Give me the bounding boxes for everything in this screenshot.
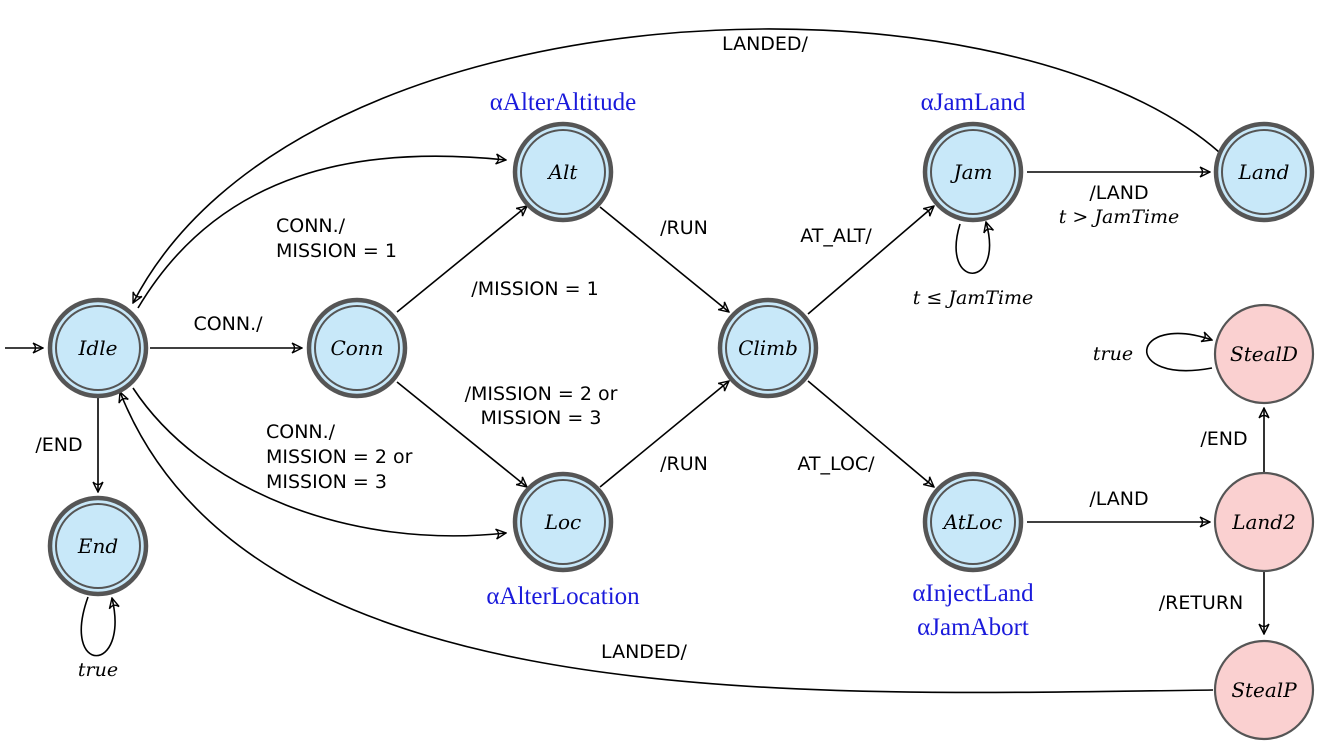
state-land[interactable]: Land [1213,121,1315,223]
label-idle-end: /END [35,434,82,456]
label-jam-land-a: /LAND [1089,182,1148,204]
edge-conn-loc [396,381,527,487]
state-steald-label: StealD [1230,342,1298,366]
state-alt[interactable]: Alt [512,121,614,223]
action-labels: αAlterAltitude αJamLand αAlterLocation α… [486,89,1034,641]
state-climb-label: Climb [738,336,798,360]
label-conn-mission23-c: MISSION = 3 [266,471,387,493]
action-alter-location: αAlterLocation [486,583,640,610]
state-atloc[interactable]: AtLoc [922,471,1024,573]
edge-loc-climb [599,381,729,488]
state-end-label: End [77,534,118,558]
state-conn-label: Conn [330,336,383,360]
state-loc-label: Loc [544,510,582,534]
label-land2-end: /END [1200,428,1247,450]
label-conn-mission23-b: MISSION = 2 or [266,446,413,468]
state-stealp[interactable]: StealP [1213,639,1315,741]
edge-idle-loc [132,387,506,536]
edge-idle-alt [137,156,506,309]
label-conn-mission1-b: MISSION = 1 [276,240,397,262]
edges [5,28,1264,694]
action-jam-land: αJamLand [921,89,1026,116]
state-steald[interactable]: StealD [1213,303,1315,405]
edge-climb-jam [807,206,934,315]
action-jam-abort: αJamAbort [917,614,1029,641]
label-mission23-a: /MISSION = 2 or [465,383,618,405]
label-mission23-b: MISSION = 3 [481,407,602,429]
state-land2[interactable]: Land2 [1213,471,1315,573]
edge-end-self [80,597,115,657]
state-end[interactable]: End [47,495,149,597]
state-jam[interactable]: Jam [922,121,1024,223]
label-end-self: true [78,659,118,681]
state-land2-label: Land2 [1231,510,1296,534]
edge-steald-self [1145,334,1212,372]
label-idle-conn: CONN./ [193,313,263,335]
state-stealp-label: StealP [1231,678,1297,702]
label-atloc-land: /LAND [1089,488,1148,510]
edge-climb-atloc [807,380,934,487]
label-landed-bottom: LANDED/ [601,641,687,663]
label-jam-land-b: t > JamTime [1059,206,1180,228]
edge-stealp-idle-landed [120,392,1214,694]
state-jam-label: Jam [950,160,993,184]
state-conn[interactable]: Conn [306,297,408,399]
label-at-alt: AT_ALT/ [800,225,872,247]
label-mission1: /MISSION = 1 [471,278,598,300]
label-at-loc: AT_LOC/ [797,453,875,475]
edge-alt-climb [599,206,729,312]
state-idle-label: Idle [78,336,118,360]
label-alt-run: /RUN [660,217,708,239]
state-atloc-label: AtLoc [942,510,1003,534]
label-jam-self: t ≤ JamTime [913,287,1034,309]
action-inject-land: αInjectLand [912,580,1034,607]
label-conn-mission1-a: CONN./ [276,215,346,237]
state-loc[interactable]: Loc [512,471,614,573]
action-alter-altitude: αAlterAltitude [490,89,636,116]
label-loc-run: /RUN [660,453,708,475]
edge-conn-alt [396,206,527,313]
label-landed-top: LANDED/ [722,33,808,55]
state-idle[interactable]: Idle [47,297,149,399]
edge-labels: LANDED/ CONN./ MISSION = 1 CONN./ /MISSI… [35,33,1247,681]
label-conn-mission23-a: CONN./ [266,421,336,443]
state-alt-label: Alt [547,160,579,184]
state-land-label: Land [1238,160,1290,184]
label-steald-self: true [1093,343,1133,365]
state-climb[interactable]: Climb [717,297,819,399]
edge-land-idle-landed [133,28,1220,303]
label-land2-return: /RETURN [1159,592,1244,614]
edge-jam-self [955,222,989,274]
